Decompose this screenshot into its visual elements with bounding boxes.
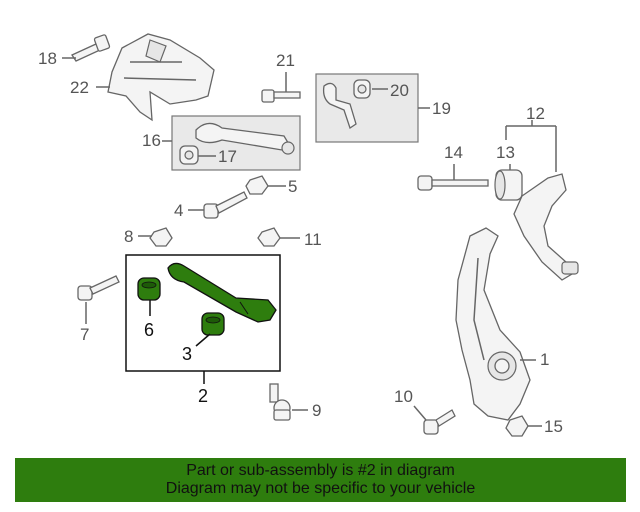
leader-10 bbox=[413, 405, 427, 421]
callout-16: 16 bbox=[142, 131, 161, 150]
banner-line-2: Diagram may not be specific to your vehi… bbox=[165, 480, 476, 497]
bushing-part-17[interactable] bbox=[179, 145, 199, 165]
bushing-part-6[interactable] bbox=[137, 277, 161, 301]
bolt-part-4[interactable] bbox=[203, 191, 248, 219]
parts-diagram: 18 22 21 16 17 20 19 5 4 bbox=[38, 33, 579, 437]
callout-7: 7 bbox=[80, 325, 89, 344]
leader-3 bbox=[195, 333, 211, 347]
callout-11: 11 bbox=[304, 230, 322, 249]
bushing-part-20[interactable] bbox=[353, 79, 371, 99]
arm-part-16[interactable] bbox=[195, 122, 295, 155]
callout-18: 18 bbox=[38, 49, 57, 68]
control-arm-part-12[interactable] bbox=[513, 173, 579, 281]
info-banner: Part or sub-assembly is #2 in diagram Di… bbox=[15, 458, 626, 502]
callout-5: 5 bbox=[288, 177, 297, 196]
nut-part-11[interactable] bbox=[257, 227, 281, 247]
bolt-part-10[interactable] bbox=[423, 409, 456, 435]
control-arm-part-2[interactable] bbox=[167, 262, 277, 323]
bolt-part-21[interactable] bbox=[261, 89, 301, 103]
callout-22: 22 bbox=[70, 78, 89, 97]
callout-20: 20 bbox=[390, 81, 409, 100]
callout-21: 21 bbox=[276, 51, 295, 70]
nut-part-8[interactable] bbox=[149, 227, 173, 247]
callout-15: 15 bbox=[544, 417, 563, 436]
bushing-part-3[interactable] bbox=[201, 312, 225, 336]
nut-part-5[interactable] bbox=[245, 175, 269, 195]
bolt-part-18[interactable] bbox=[71, 34, 111, 62]
callout-3: 3 bbox=[182, 344, 192, 364]
bracket-part-22[interactable] bbox=[107, 33, 215, 122]
callout-9: 9 bbox=[312, 401, 321, 420]
callout-17: 17 bbox=[218, 147, 237, 166]
callout-8: 8 bbox=[124, 227, 133, 246]
leader-12 bbox=[505, 120, 557, 172]
link-part-19[interactable] bbox=[322, 82, 357, 130]
callout-6: 6 bbox=[144, 320, 154, 340]
callout-19: 19 bbox=[432, 99, 451, 118]
nut-part-15[interactable] bbox=[505, 415, 529, 437]
callout-1: 1 bbox=[540, 350, 549, 369]
callout-2: 2 bbox=[198, 386, 208, 406]
callout-10: 10 bbox=[394, 387, 413, 406]
callout-13: 13 bbox=[496, 143, 515, 162]
bolt-part-14[interactable] bbox=[417, 175, 489, 191]
callout-4: 4 bbox=[174, 201, 183, 220]
bushing-part-13[interactable] bbox=[494, 169, 523, 201]
bolt-part-7[interactable] bbox=[77, 275, 120, 301]
callout-14: 14 bbox=[444, 143, 463, 162]
ball-joint-part-9[interactable] bbox=[269, 383, 291, 421]
callout-12: 12 bbox=[526, 104, 545, 123]
banner-line-1: Part or sub-assembly is #2 in diagram bbox=[186, 462, 455, 479]
knuckle-part-1[interactable] bbox=[455, 227, 531, 421]
